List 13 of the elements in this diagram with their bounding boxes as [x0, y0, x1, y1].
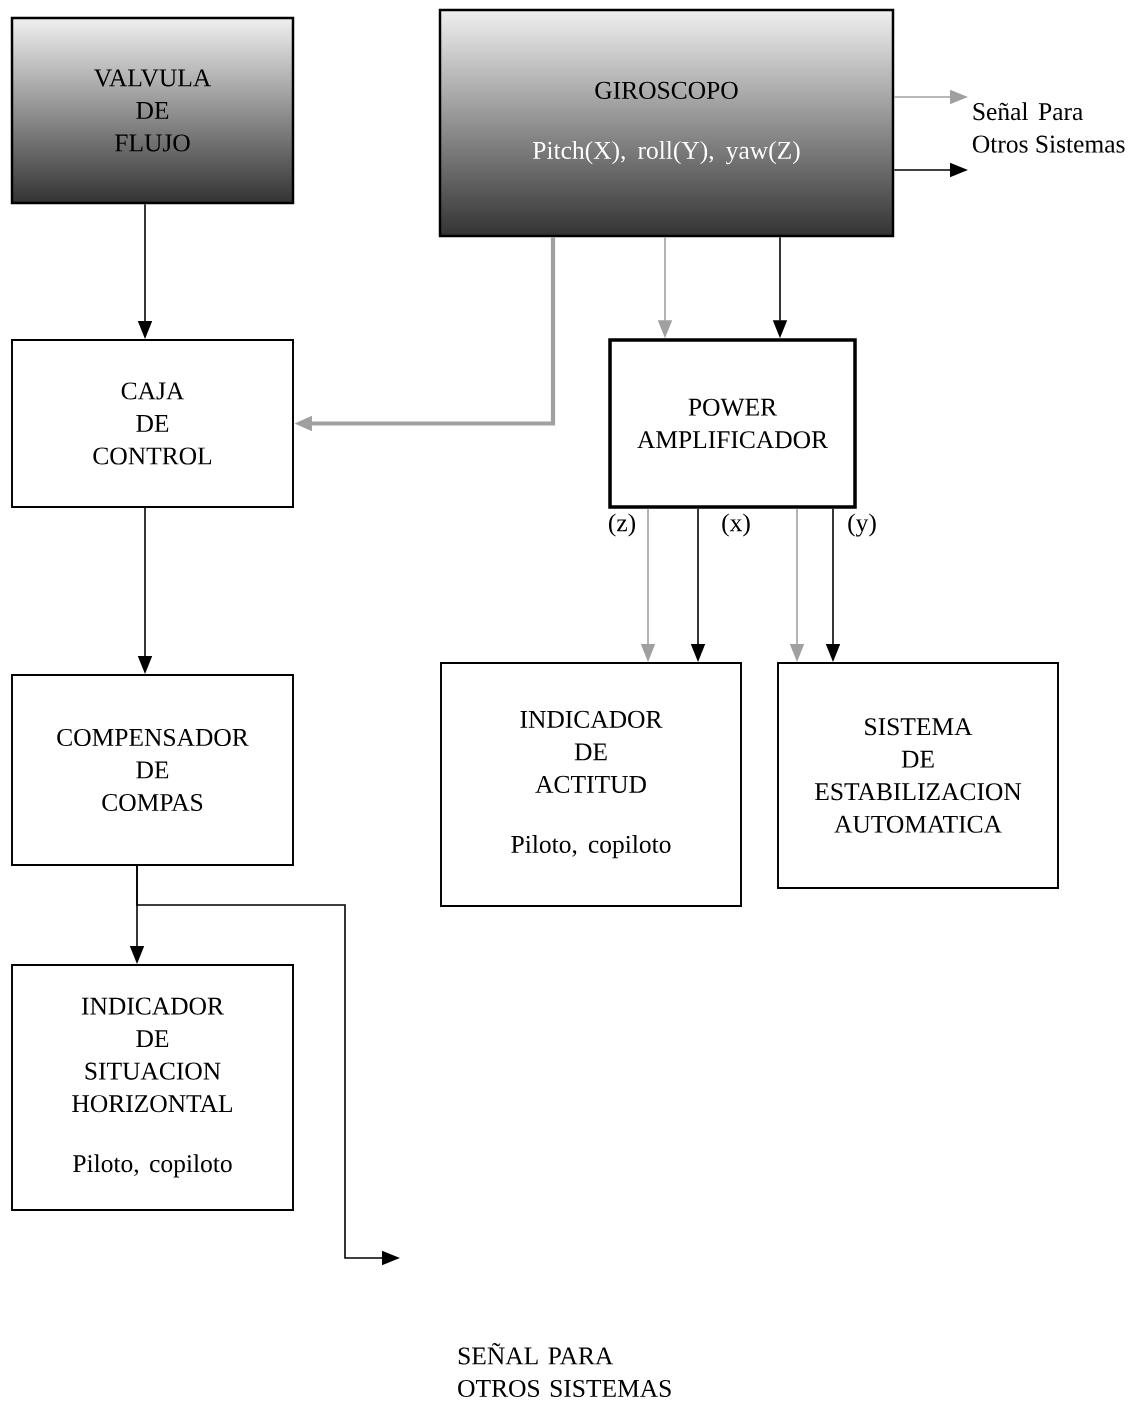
process-box: CAJA DE CONTROL [11, 339, 294, 508]
process-box: INDICADOR DE SITUACION HORIZONTAL Piloto, copiloto [11, 964, 294, 1211]
process-box: COMPENSADOR DE COMPAS [11, 674, 294, 866]
axis-label: (y) [848, 513, 876, 537]
signal-label: SEÑAL PARA OTROS SISTEMAS [458, 1342, 671, 1398]
process-box: SISTEMA DE ESTABILIZACION AUTOMATICA [777, 662, 1059, 889]
shaded-box: GIROSCOPO Pitch(X), roll(Y), yaw(Z) [438, 8, 895, 238]
shaded-box: VALVULA DE FLUJO [10, 16, 295, 205]
axis-label: (z) [609, 513, 635, 537]
axis-label: (x) [722, 513, 750, 537]
process-box: POWER AMPLIFICADOR [608, 338, 857, 509]
signal-label: Señal Para Otros Sistemas [972, 102, 1125, 153]
process-box: INDICADOR DE ACTITUD Piloto, copiloto [440, 662, 742, 907]
